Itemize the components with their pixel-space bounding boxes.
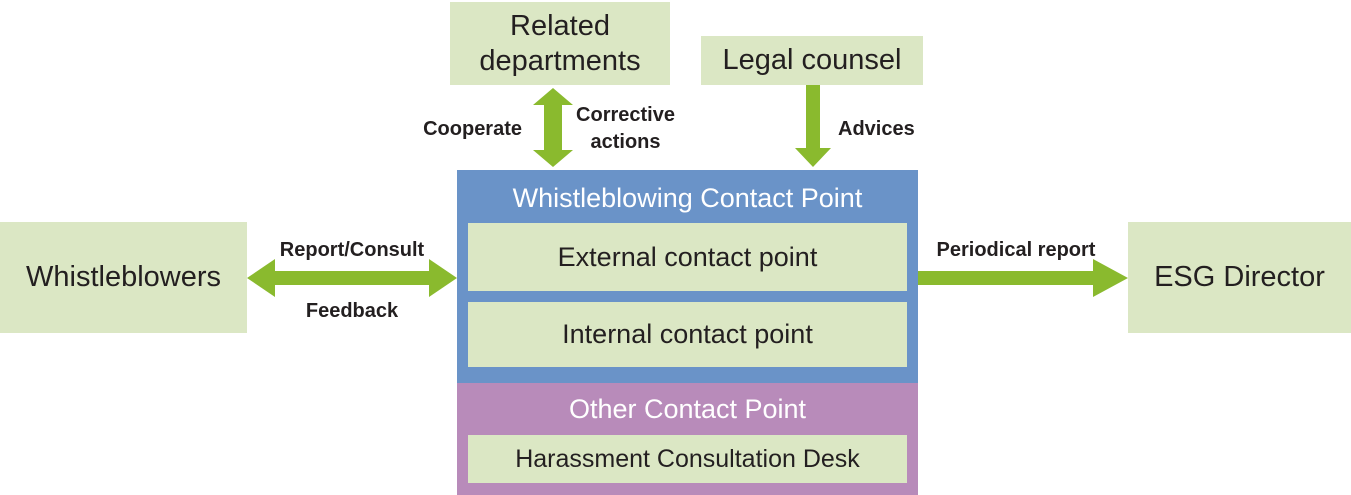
other-contact-point-panel: Other Contact Point Harassment Consultat… (457, 383, 918, 495)
related-departments-box: Related departments (450, 2, 670, 85)
report-consult-label: Report/Consult (279, 239, 425, 261)
legal-counsel-box: Legal counsel (701, 36, 923, 85)
harassment-consultation-desk-box: Harassment Consultation Desk (468, 435, 907, 483)
cooperate-corrective-double-arrow (533, 88, 573, 167)
cooperate-label: Cooperate (423, 118, 522, 140)
internal-contact-point-box: Internal contact point (468, 302, 907, 367)
whistleblowing-contact-point-panel: Whistleblowing Contact Point External co… (457, 170, 918, 383)
whistleblowing-contact-point-title: Whistleblowing Contact Point (512, 183, 863, 213)
corrective-actions-label: Corrective actions (576, 104, 675, 153)
external-contact-point-box: External contact point (468, 223, 907, 291)
periodical-report-arrow (918, 259, 1128, 297)
advices-arrow (795, 85, 831, 167)
report-feedback-double-arrow (247, 259, 457, 297)
esg-director-box: ESG Director (1128, 222, 1351, 333)
other-contact-point-title: Other Contact Point (568, 394, 807, 424)
feedback-label: Feedback (305, 300, 399, 322)
periodical-report-label: Periodical report (936, 239, 1096, 261)
advices-label: Advices (838, 118, 915, 140)
whistleblowers-box: Whistleblowers (0, 222, 247, 333)
